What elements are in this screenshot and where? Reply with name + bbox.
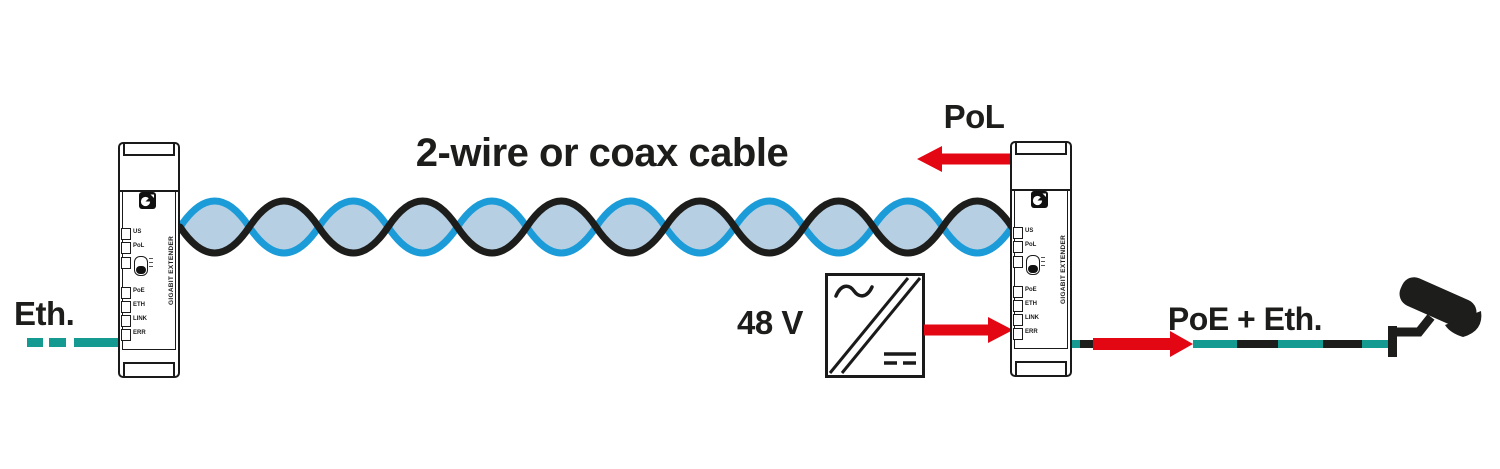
led-pol-label: PoL [133, 243, 145, 249]
led-poe [1013, 286, 1023, 298]
led-pol-label: PoL [1025, 242, 1037, 248]
led-mode [1013, 256, 1023, 268]
pol-arrow-left-icon [917, 146, 1014, 172]
mode-dip-switch-icon [1026, 255, 1040, 275]
led-link-label: LINK [133, 316, 147, 322]
poe-eth-cable [1066, 331, 1388, 357]
device-bottom-cap [123, 362, 175, 376]
led-err-label: ERR [133, 330, 146, 336]
led-poe [121, 287, 131, 299]
led-eth [121, 301, 131, 313]
eth-label: Eth. [14, 295, 75, 332]
mode-dip-switch-icon [134, 256, 148, 276]
device-brand-text: GIGABIT EXTENDER [1060, 234, 1067, 304]
device-front-panel: GIGABIT EXTENDER US PoL PoE ETH LINK ERR [121, 190, 176, 350]
brand-logo-icon [1031, 191, 1048, 208]
eth-cable-dashed [27, 338, 121, 347]
gigabit-extender-left: GIGABIT EXTENDER US PoL PoE ETH LINK ERR [118, 142, 180, 378]
led-us [121, 228, 131, 240]
device-brand-text: GIGABIT EXTENDER [168, 235, 175, 305]
power-supply-symbol [825, 273, 925, 378]
led-eth-label: ETH [133, 302, 145, 308]
led-err [121, 329, 131, 341]
led-link [121, 315, 131, 327]
led-us [1013, 227, 1023, 239]
gigabit-extender-right: GIGABIT EXTENDER US PoL PoE ETH LINK ERR [1010, 141, 1072, 377]
device-upper-section [1012, 153, 1070, 191]
led-err-label: ERR [1025, 329, 1038, 335]
led-link [1013, 314, 1023, 326]
led-err [1013, 328, 1023, 340]
device-upper-section [120, 154, 178, 192]
led-pol [1013, 241, 1023, 253]
twisted-pair-cable [180, 197, 1012, 257]
device-bottom-cap [1015, 361, 1067, 375]
device-top-cap [123, 144, 175, 156]
led-us-label: US [1025, 228, 1034, 234]
poe-eth-label: PoE + Eth. [1167, 301, 1323, 337]
power-arrow-right-icon [924, 317, 1013, 343]
led-pol [121, 242, 131, 254]
led-poe-label: PoE [133, 288, 145, 294]
device-top-cap [1015, 143, 1067, 155]
led-mode [121, 257, 131, 269]
led-us-label: US [133, 229, 142, 235]
led-eth-label: ETH [1025, 301, 1037, 307]
led-poe-label: PoE [1025, 287, 1037, 293]
led-eth [1013, 300, 1023, 312]
device-front-panel: GIGABIT EXTENDER US PoL PoE ETH LINK ERR [1013, 189, 1068, 349]
led-link-label: LINK [1025, 315, 1039, 321]
pol-label: PoL [943, 98, 1005, 135]
psu-voltage-label: 48 V [737, 304, 803, 341]
brand-logo-icon [139, 192, 156, 209]
cable-title: 2-wire or coax cable [415, 131, 789, 175]
poe-arrow-right-icon [1093, 331, 1193, 357]
ac-symbol-icon [834, 284, 874, 298]
cctv-camera-icon [1388, 277, 1482, 357]
